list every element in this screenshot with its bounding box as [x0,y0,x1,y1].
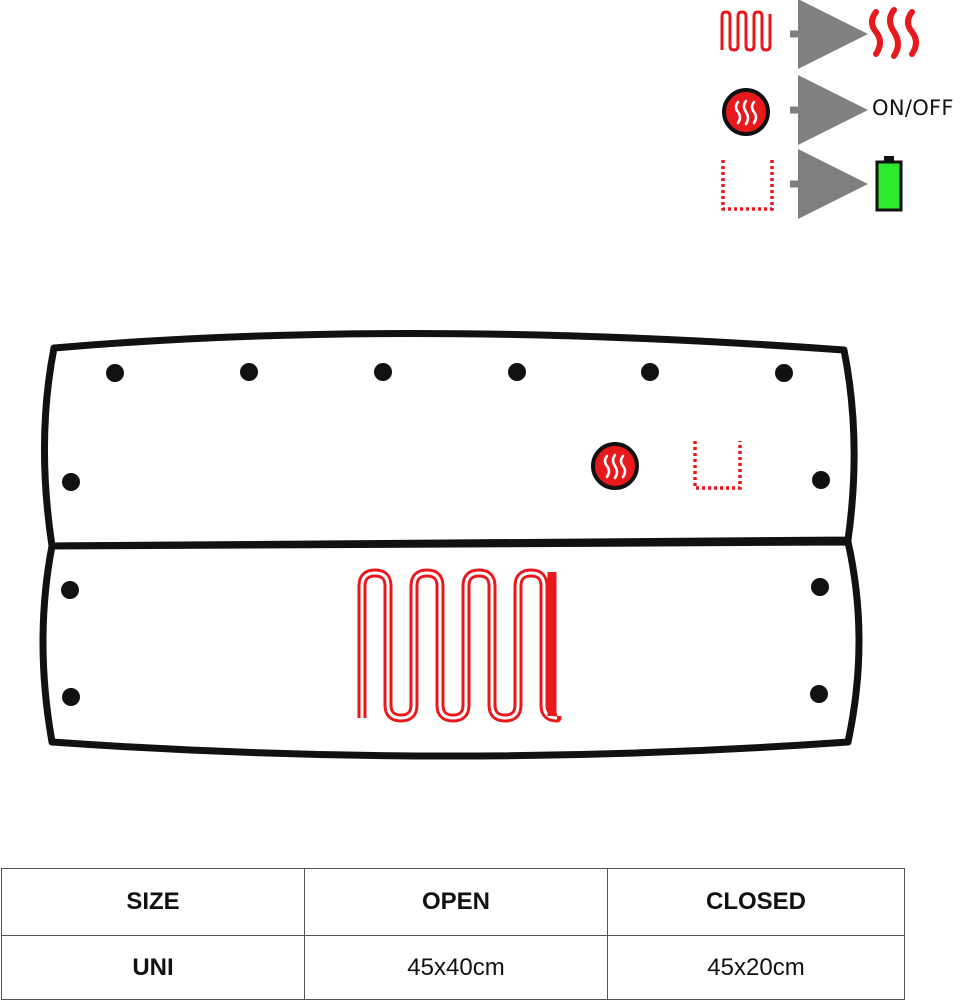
bottom-panel-outline [39,538,863,760]
table-header-cell: CLOSED [607,868,905,936]
top-panel-outline [40,329,858,550]
table-cell: UNI [1,935,305,1000]
table-header-cell: SIZE [1,868,305,936]
heating-element-icon [357,568,562,723]
heat-waves-icon [869,7,919,59]
table-header-cell: OPEN [304,868,608,936]
legend-battery-pocket-icon [721,160,774,211]
table-row: UNI 45x40cm 45x20cm [1,935,905,1000]
size-table: SIZE OPEN CLOSED UNI 45x40cm 45x20cm [1,868,905,1000]
legend [720,0,919,219]
legend-heating-element-icon [720,10,772,52]
table-cell: 45x20cm [607,935,905,1000]
legend-on-off-label: ON/OFF [872,96,954,120]
heated-pad-diagram [39,329,863,760]
heat-button-icon [591,442,639,490]
battery-pocket-icon [693,441,742,490]
legend-heat-button-icon [722,88,770,136]
table-cell: 45x40cm [304,935,608,1000]
table-header-row: SIZE OPEN CLOSED [1,868,905,936]
battery-icon [875,156,903,212]
snap-buttons [61,363,830,706]
